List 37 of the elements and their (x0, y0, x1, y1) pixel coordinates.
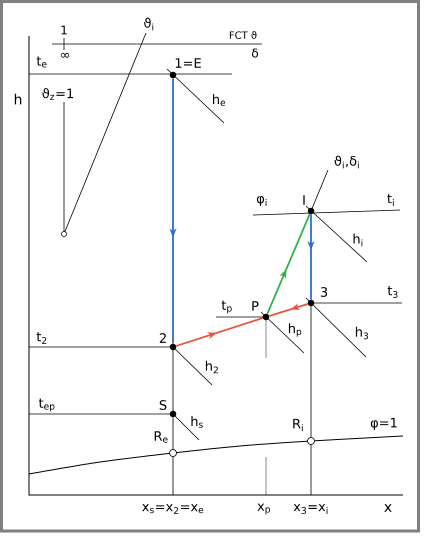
scale-label: FCT ϑ (230, 31, 256, 39)
line-label: h$_{3}$ (356, 326, 368, 340)
line-label: t$_{i}$ (387, 194, 394, 206)
point-label: 3 (320, 287, 328, 297)
process-arrow (266, 214, 310, 314)
coordinate-label: x$_{p}$ (257, 504, 270, 514)
scale-label: 1 (62, 26, 67, 34)
point-label: I (303, 195, 305, 205)
point-label: 2 (160, 333, 166, 343)
line-label: h$_{2}$ (206, 360, 218, 374)
point-label: P (252, 301, 258, 311)
line-label: h$_{e}$ (213, 94, 226, 106)
line-label: φ$_{i}$ (256, 196, 266, 206)
scale-label: ϑ$_{i}$ (144, 18, 154, 30)
line-label: h$_{s}$ (191, 416, 203, 428)
curve-label: φ=1 (370, 418, 397, 430)
process-arrow (269, 303, 308, 317)
line-label: h$_{p}$ (288, 323, 302, 337)
axis-label: x (384, 504, 392, 512)
line-label: t$_{2}$ (36, 332, 46, 344)
axis-label: h (14, 94, 22, 104)
line-label: h$_{i}$ (354, 234, 362, 246)
scale-label: ∞ (60, 52, 70, 58)
point-label: 1=E (176, 58, 201, 68)
point-label: S (160, 400, 166, 410)
coordinate-label: x$_{3}$=x$_{i}$ (294, 504, 328, 514)
line-label: t$_{ep}$ (38, 398, 54, 412)
scale-label: δ (252, 48, 258, 58)
scale-label: ϑ$_{z}$=1 (42, 88, 74, 100)
point-label: R$_{e}$ (154, 431, 168, 443)
line-label: t$_{3}$ (388, 286, 398, 298)
point-label: R$_{i}$ (293, 418, 303, 432)
coordinate-label: x$_{s}$=x$_{2}$=x$_{e}$ (142, 504, 204, 514)
process-arrow (176, 317, 263, 347)
line-label: t$_{p}$ (222, 300, 232, 314)
line-label: t$_{e}$ (36, 56, 47, 68)
line-label: ϑ$_{i}$,δ$_{i}$ (334, 156, 359, 168)
